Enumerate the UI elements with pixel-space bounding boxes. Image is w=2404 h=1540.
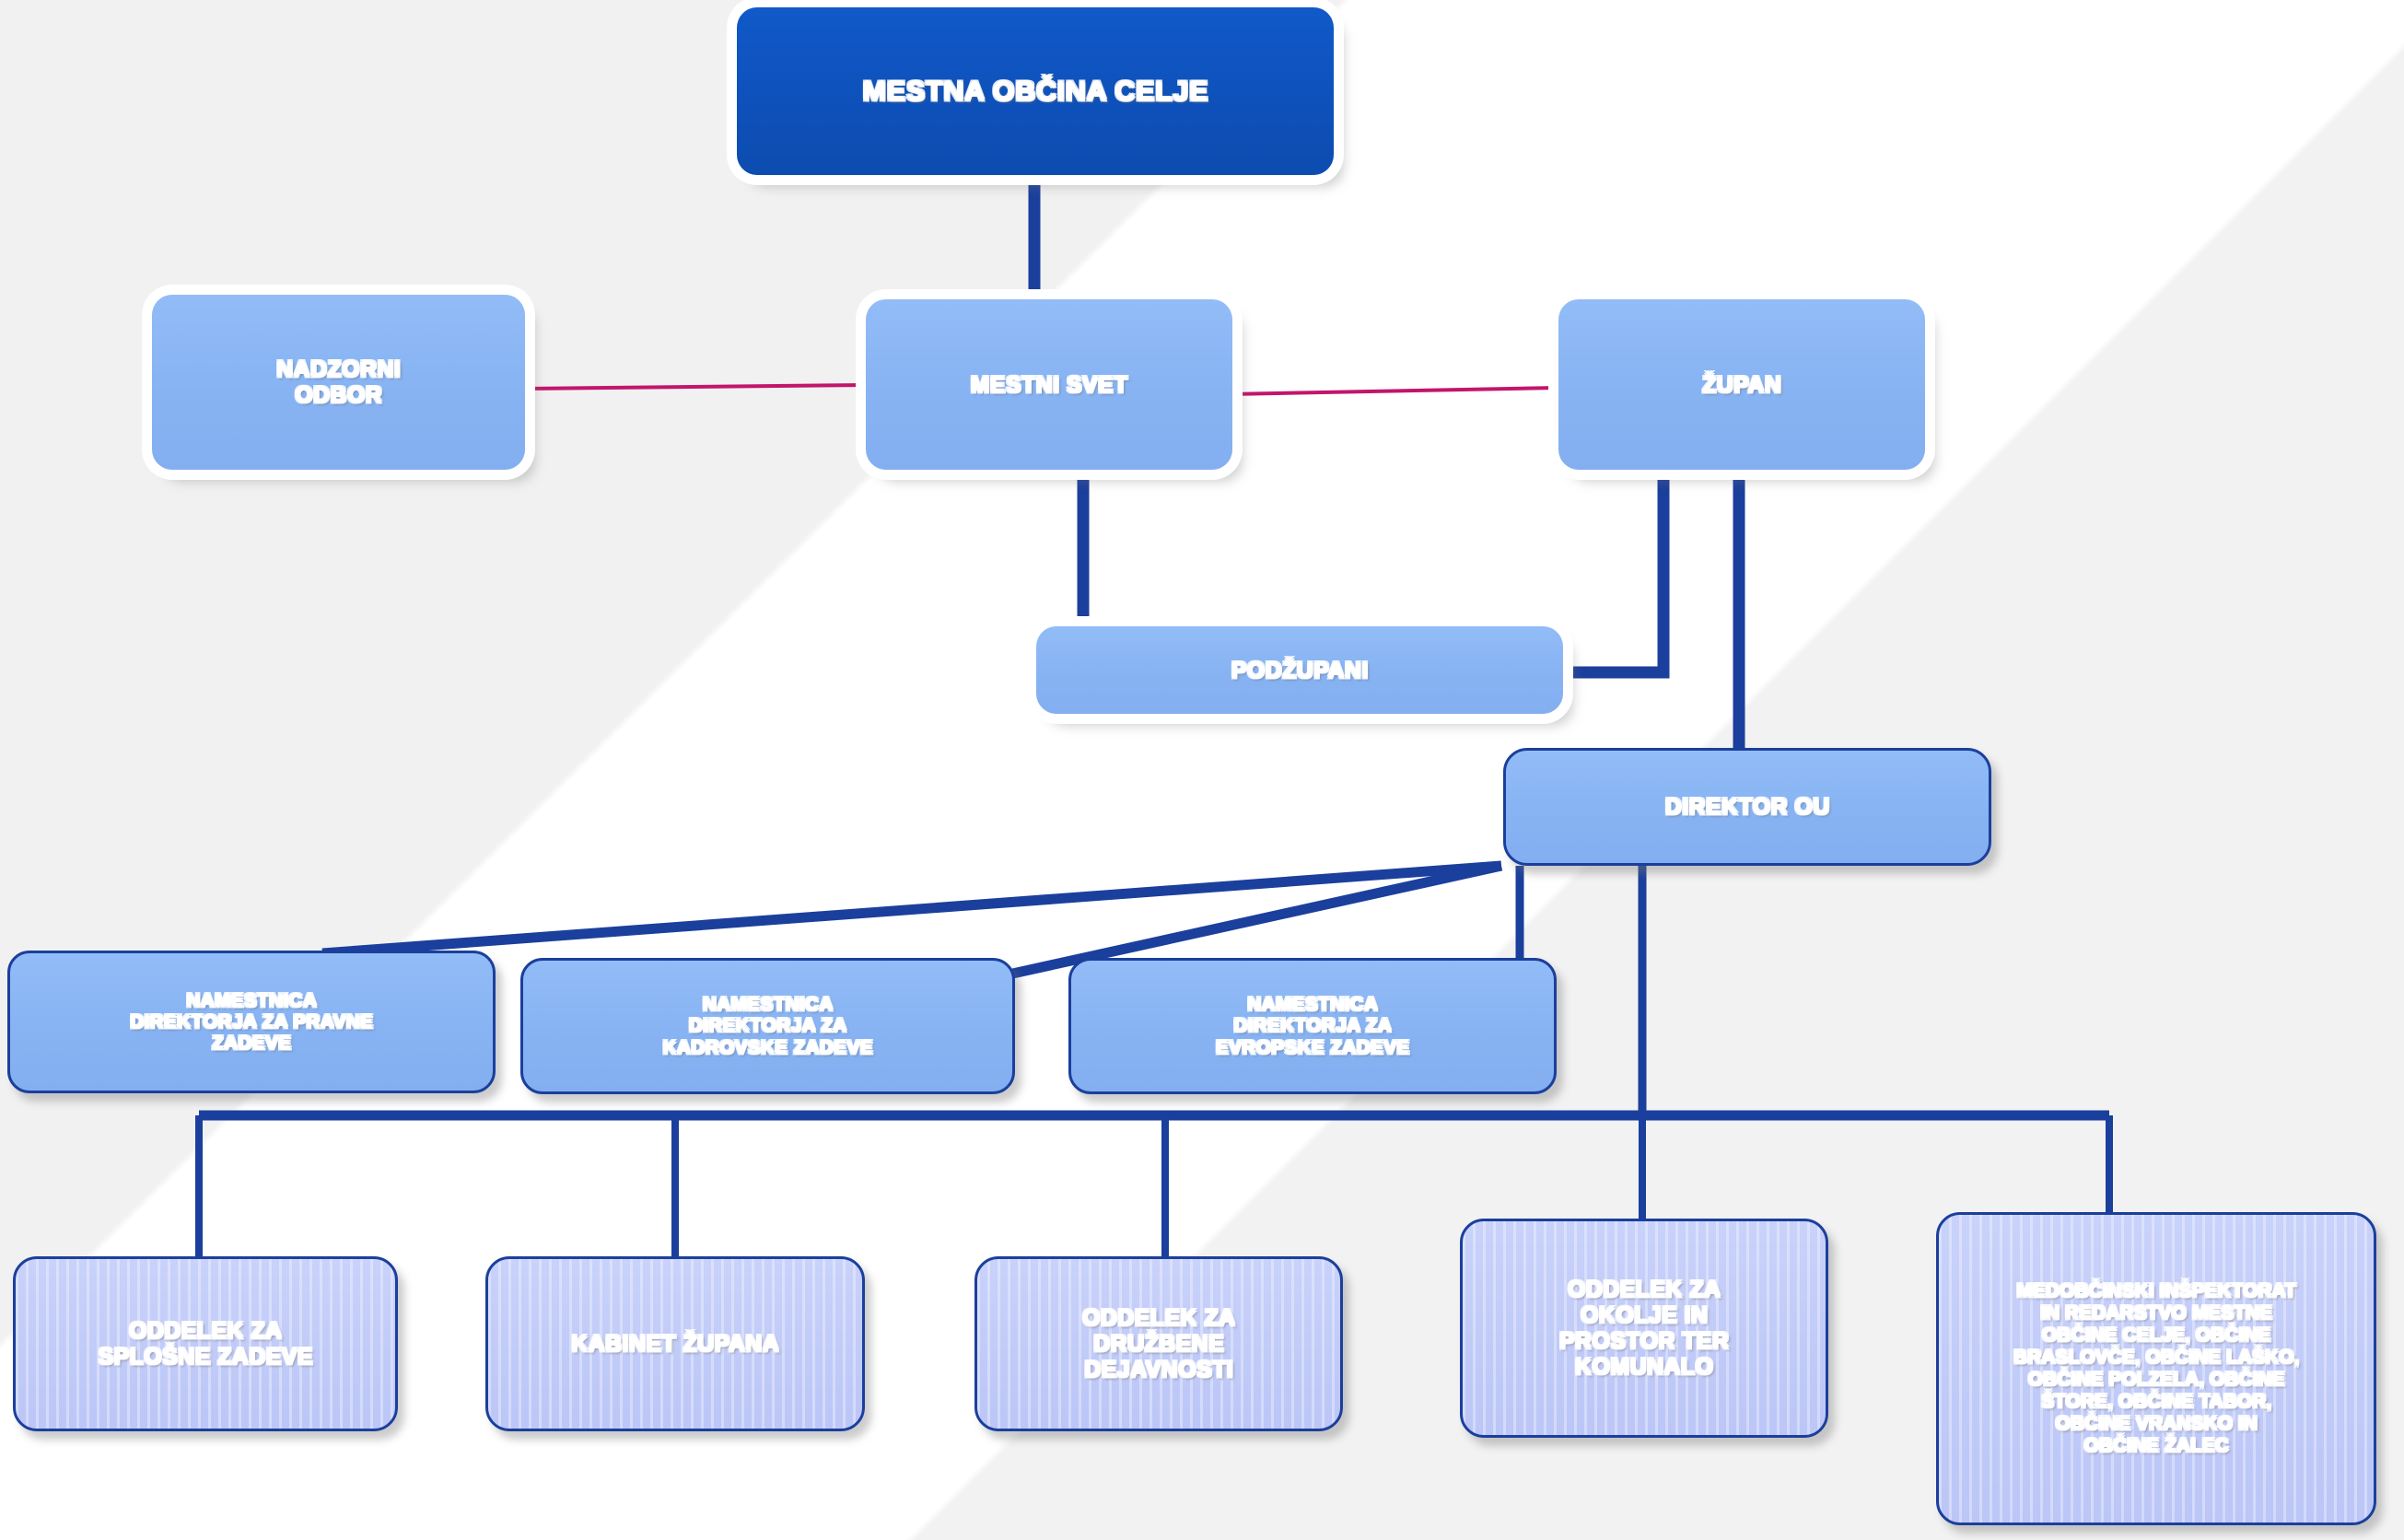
node-label-line1: NAMESTNICA — [702, 994, 834, 1016]
node-label-line2: DIREKTORJA ZA — [688, 1015, 847, 1037]
node-label-line3: KADROVSKE ZADEVE — [662, 1036, 873, 1058]
node-kabinet-zupana[interactable]: KABINET ŽUPANA — [485, 1256, 865, 1431]
node-label-line1: ODDELEK ZA — [1567, 1277, 1721, 1302]
node-label: PODŽUPANI — [1231, 657, 1369, 683]
node-label-line2: SPLOŠNE ZADEVE — [98, 1344, 313, 1370]
node-label-line7: OBČINE VRANSKO IN — [2055, 1412, 2258, 1434]
node-label: MESTNA OBČINA CELJE — [862, 74, 1208, 107]
node-label-line1: KABINET ŽUPANA — [571, 1331, 779, 1357]
node-namestnica-pravne-zadeve[interactable]: NAMESTNICA DIREKTORJA ZA PRAVNE ZADEVE — [7, 951, 496, 1093]
node-label-line1: NAMESTNICA — [1247, 994, 1378, 1016]
edge-mestni-svet-to-zupan — [1229, 386, 1558, 396]
node-nadzorni-odbor[interactable]: NADZORNI ODBOR — [152, 295, 525, 470]
node-label-line1: NADZORNI — [275, 356, 402, 382]
node-label-line3: PROSTOR TER — [1558, 1328, 1730, 1354]
node-label-line2: OKOLJE IN — [1580, 1302, 1709, 1328]
node-label-line5: OBČINE POLZELA, OBČINE — [2027, 1369, 2285, 1390]
node-label-line1: ODDELEK ZA — [1081, 1305, 1236, 1331]
node-oddelek-druzbene-dejavnosti[interactable]: ODDELEK ZA DRUŽBENE DEJAVNOSTI — [974, 1256, 1343, 1431]
node-label-line2: DIREKTORJA ZA PRAVNE — [129, 1010, 374, 1032]
node-label-line3: DEJAVNOSTI — [1084, 1357, 1233, 1382]
edge-direktor-to-namestnica-pravne — [321, 860, 1502, 959]
node-label: ŽUPAN — [1701, 371, 1782, 398]
node-label-line1: ODDELEK ZA — [128, 1318, 283, 1344]
node-label-line8: OBČINE ŽALEC — [2083, 1434, 2229, 1456]
node-medobcinski-inspektorat[interactable]: MEDOBČINSKI INŠPEKTORAT IN REDARSTVO MES… — [1936, 1212, 2376, 1525]
node-mestni-svet[interactable]: MESTNI SVET — [866, 299, 1232, 470]
node-label-line4: KOMUNALO — [1574, 1354, 1714, 1380]
node-label-line2: ODBOR — [294, 382, 383, 408]
node-label-line2: DRUŽBENE — [1092, 1331, 1225, 1357]
node-label-line4: BRASLOVČE, OBČINE LAŠKO, — [2013, 1347, 2300, 1369]
node-label-line1: NAMESTNICA — [186, 989, 317, 1011]
node-label: MESTNI SVET — [970, 371, 1128, 398]
node-oddelek-okolje-prostor-komunalo[interactable]: ODDELEK ZA OKOLJE IN PROSTOR TER KOMUNAL… — [1460, 1219, 1828, 1438]
node-label-line3: ZADEVE — [211, 1032, 292, 1055]
node-label-line1: MEDOBČINSKI INŠPEKTORAT — [2016, 1280, 2296, 1302]
node-namestnica-evropske-zadeve[interactable]: NAMESTNICA DIREKTORJA ZA EVROPSKE ZADEVE — [1068, 958, 1557, 1094]
node-namestnica-kadrovske-zadeve[interactable]: NAMESTNICA DIREKTORJA ZA KADROVSKE ZADEV… — [520, 958, 1015, 1094]
node-label-line3: OBČINE CELJE, OBČINE — [2041, 1324, 2271, 1347]
node-label-line3: EVROPSKE ZADEVE — [1215, 1036, 1410, 1058]
node-zupan[interactable]: ŽUPAN — [1558, 299, 1925, 470]
node-oddelek-splosne-zadeve[interactable]: ODDELEK ZA SPLOŠNE ZADEVE — [13, 1256, 398, 1431]
node-podzupani[interactable]: PODŽUPANI — [1036, 626, 1563, 714]
node-direktor-ou[interactable]: DIREKTOR OU — [1503, 748, 1991, 866]
node-label-line2: DIREKTORJA ZA — [1233, 1015, 1392, 1037]
node-label: DIREKTOR OU — [1664, 794, 1830, 820]
node-label-line2: IN REDARSTVO MESTNE — [2039, 1302, 2273, 1324]
edge-nadzorni-to-mestni-svet — [524, 383, 867, 391]
node-label-line6: ŠTORE, OBČINE TABOR, — [2040, 1390, 2272, 1412]
edge-direktor-to-namestnica-kadrovske — [1007, 860, 1503, 980]
edge-zupan-to-podzupani — [1559, 470, 1670, 679]
node-mestna-obcina-celje[interactable]: MESTNA OBČINA CELJE — [737, 7, 1334, 175]
